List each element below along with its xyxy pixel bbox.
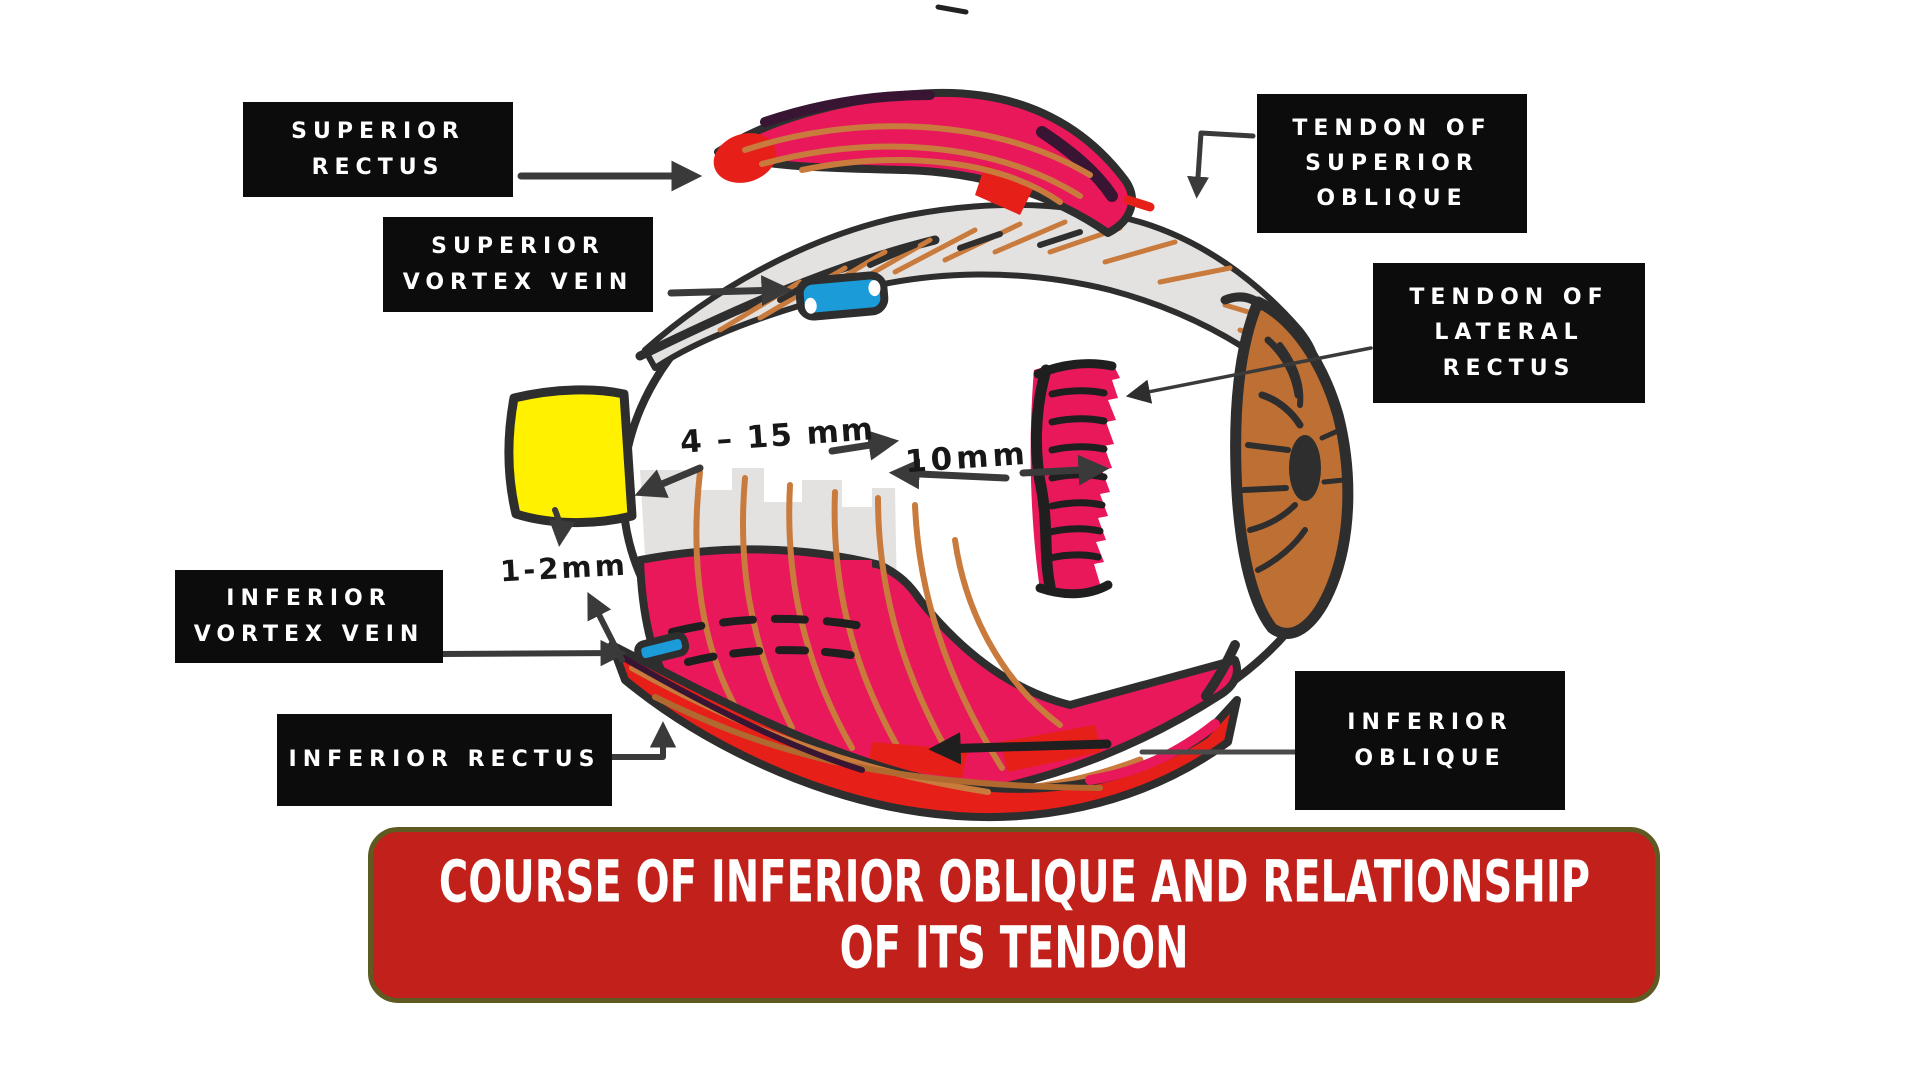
insertion-right-arrow [828, 430, 900, 461]
label-line: TENDON OF [1409, 285, 1609, 311]
tendon-superior-oblique-arrow [1187, 130, 1256, 199]
label-superior-vortex-vein: SUPERIOR VORTEX VEIN [383, 217, 653, 312]
label-line: TENDON OF [1292, 115, 1492, 141]
pupil [1289, 435, 1321, 501]
inferior-rectus-arrow [609, 721, 677, 760]
tendon-lateral-rectus-leader [1125, 346, 1373, 404]
label-line: RECTUS [1442, 355, 1576, 381]
muscle-fibers [693, 469, 1063, 771]
superior-vortex-arrow [667, 275, 793, 306]
superior-vortex-vein-shape [795, 271, 889, 321]
stray-mark [935, 4, 969, 15]
measurement-vein-distance: 1-2mm [499, 547, 629, 589]
label-line: INFERIOR [226, 586, 392, 612]
stump-down-arrow [548, 507, 576, 547]
insertion-left-arrow [634, 464, 704, 498]
label-line: OBLIQUE [1354, 745, 1506, 771]
label-inferior-rectus: INFERIOR RECTUS [277, 714, 612, 806]
lateral-rectus-tendon [1030, 359, 1120, 599]
label-tendon-of-superior-oblique: TENDON OF SUPERIOR OBLIQUE [1257, 94, 1527, 233]
title-line: COURSE OF INFERIOR OBLIQUE AND RELATIONS… [438, 848, 1590, 916]
label-line: SUPERIOR [291, 119, 465, 145]
medial-muscle-stump [504, 385, 637, 528]
arrows [438, 130, 1373, 765]
label-line: SUPERIOR [1305, 150, 1479, 176]
label-line: LATERAL [1434, 320, 1584, 346]
tendon-width-left-arrow [888, 458, 1010, 490]
label-line: SUPERIOR [431, 234, 605, 260]
label-line: RECTUS [311, 154, 445, 180]
title-line: OF ITS TENDON [839, 914, 1189, 982]
label-tendon-of-lateral-rectus: TENDON OF LATERAL RECTUS [1373, 263, 1645, 403]
label-line: VORTEX VEIN [402, 269, 634, 295]
iris [1201, 292, 1354, 701]
label-line: VORTEX VEIN [193, 621, 425, 647]
label-line: INFERIOR [1347, 710, 1513, 736]
inferior-vortex-vein-shape [634, 631, 690, 666]
superior-rectus-detail [713, 90, 1118, 215]
label-line: OBLIQUE [1316, 186, 1468, 212]
tendon-width-right-arrow [1019, 454, 1110, 486]
label-superior-rectus: SUPERIOR RECTUS [243, 102, 513, 197]
inferior-oblique-stripes [617, 653, 1220, 795]
label-line: INFERIOR RECTUS [288, 747, 601, 773]
vein-distance-arrow [587, 591, 625, 663]
oblique-course-arrow [928, 732, 1112, 765]
inferior-vortex-arrow [438, 639, 627, 667]
dashed-lines [668, 614, 872, 666]
label-inferior-vortex-vein: INFERIOR VORTEX VEIN [175, 570, 443, 663]
diagram-title-banner: COURSE OF INFERIOR OBLIQUE AND RELATIONS… [368, 827, 1660, 1003]
red-accent [1123, 195, 1155, 212]
label-inferior-oblique: INFERIOR OBLIQUE [1295, 671, 1565, 810]
